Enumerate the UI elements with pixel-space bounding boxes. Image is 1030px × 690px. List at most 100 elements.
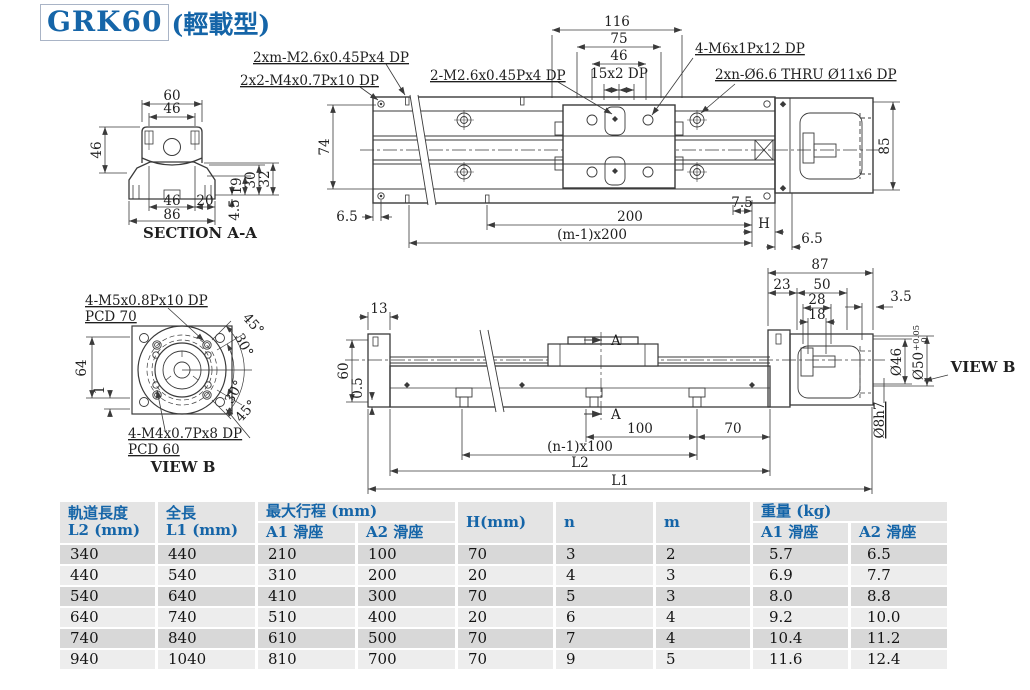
cell: 200 — [358, 565, 455, 585]
side-section-a-bottom: A — [610, 407, 621, 423]
cell: 940 — [60, 649, 155, 669]
carriage-side-view — [547, 336, 659, 367]
cell: 9.2 — [753, 607, 848, 627]
cell: 840 — [158, 628, 255, 648]
model-name: GRK60 — [47, 5, 163, 38]
annotation-m26-side: 2xm-M2.6x0.45Px4 DP — [253, 50, 409, 66]
side-dim-18: 18 — [808, 307, 825, 323]
cell: 8.8 — [851, 586, 947, 606]
cell: 640 — [158, 586, 255, 606]
cell: 700 — [358, 649, 455, 669]
side-dim-L2: L2 — [571, 455, 589, 471]
cell: 540 — [158, 565, 255, 585]
side-dim-13: 13 — [370, 301, 387, 317]
dim-46-top: 46 — [610, 48, 627, 64]
cell: 340 — [60, 544, 155, 564]
cell: 11.6 — [753, 649, 848, 669]
break-lines-side-view — [479, 329, 505, 413]
cell: 310 — [258, 565, 355, 585]
viewb-dim-1: 1 — [92, 386, 108, 395]
cell: 10.0 — [851, 607, 947, 627]
corner-screws — [377, 100, 771, 200]
dim-H: H — [758, 216, 770, 232]
header-stroke-a1: A1 滑座 — [258, 523, 355, 543]
break-lines-top-view — [409, 94, 437, 206]
motor-side-view — [767, 329, 874, 408]
cell: 3 — [556, 544, 653, 564]
top-view-dimensions — [327, 27, 900, 250]
header-m: m — [656, 502, 750, 543]
section-dim-32: 32 — [257, 170, 273, 187]
technical-drawing: 2xm-M2.6x0.45Px4 DP 2x2-M4x0.7Px10 DP 2-… — [74, 14, 1016, 494]
section-dim-19: 19 — [229, 177, 245, 194]
viewb-pcd70: PCD 70 — [85, 309, 137, 325]
cell: 410 — [258, 586, 355, 606]
section-dim-20: 20 — [196, 193, 213, 209]
dim-m1x200: (m-1)x200 — [557, 227, 627, 243]
cell: 5.7 — [753, 544, 848, 564]
section-aa-label: SECTION A-A — [143, 224, 257, 242]
section-aa-outline — [128, 126, 216, 200]
section-dim-46-top: 46 — [163, 101, 180, 117]
annotation-m6-carriage: 4-M6x1Px12 DP — [695, 41, 805, 57]
cell: 300 — [358, 586, 455, 606]
side-dim-60: 60 — [336, 362, 352, 379]
cell: 6.9 — [753, 565, 848, 585]
section-line-aa — [584, 332, 602, 420]
header-stroke-group: 最大行程 (mm) — [258, 502, 455, 522]
cell: 7.7 — [851, 565, 947, 585]
view-b-angle-dims — [182, 320, 252, 420]
c ell: 3 — [656, 565, 750, 585]
dim-85: 85 — [877, 137, 893, 154]
side-viewb-label: VIEW B — [950, 358, 1016, 376]
section-aa-dimensions — [99, 100, 279, 225]
dim-15x2: 15x2 DP — [590, 66, 648, 82]
header-h: H(mm) — [458, 502, 553, 543]
header-row-2: A1 滑座 A2 滑座 A1 滑座 A2 滑座 — [60, 523, 947, 543]
carriage-top-view — [554, 104, 684, 189]
side-view-feet — [404, 382, 755, 408]
side-section-a-top: A — [610, 333, 621, 349]
side-dia-50-tol-lo: 0 — [920, 337, 930, 342]
cell: 640 — [60, 607, 155, 627]
viewb-label: VIEW B — [150, 458, 216, 476]
side-dim-50: 50 — [813, 277, 830, 293]
side-dia-50-tol-hi: +0.05 — [912, 325, 922, 351]
cell: 740 — [60, 628, 155, 648]
side-view-dimensions — [346, 268, 949, 494]
cell: 400 — [358, 607, 455, 627]
side-dia-46: Ø46 — [889, 348, 905, 376]
cell: 3 — [656, 586, 750, 606]
cell: 2 — [656, 544, 750, 564]
cell: 810 — [258, 649, 355, 669]
cell: 11.2 — [851, 628, 947, 648]
model-box: GRK60 — [40, 4, 170, 41]
side-dia-8h7: Ø8h7 — [872, 402, 888, 439]
header-weight-a2: A2 滑座 — [851, 523, 947, 543]
cell: 8.0 — [753, 586, 848, 606]
section-dim-46-left: 46 — [89, 141, 105, 158]
annotation-m26-center: 2-M2.6x0.45Px4 DP — [430, 68, 566, 84]
cell: 440 — [158, 544, 255, 564]
viewb-pcd60: PCD 60 — [128, 442, 180, 458]
dim-75: 75 — [610, 31, 627, 47]
cell: 20 — [458, 565, 553, 585]
dim-65-left: 6.5 — [336, 209, 357, 225]
cell: 1040 — [158, 649, 255, 669]
side-dim-L1: L1 — [611, 473, 629, 489]
side-dim-35: 3.5 — [890, 289, 911, 305]
side-dia-50: Ø50 — [911, 352, 927, 380]
cell: 500 — [358, 628, 455, 648]
cell: 540 — [60, 586, 155, 606]
viewb-m5-annotation: 4-M5x0.8Px10 DP — [85, 293, 208, 309]
rail-mounting-holes — [454, 110, 707, 182]
section-dim-46-bottom: 46 — [163, 193, 180, 209]
side-dim-87: 87 — [811, 257, 828, 273]
section-dim-45: 4.5 — [227, 199, 243, 220]
